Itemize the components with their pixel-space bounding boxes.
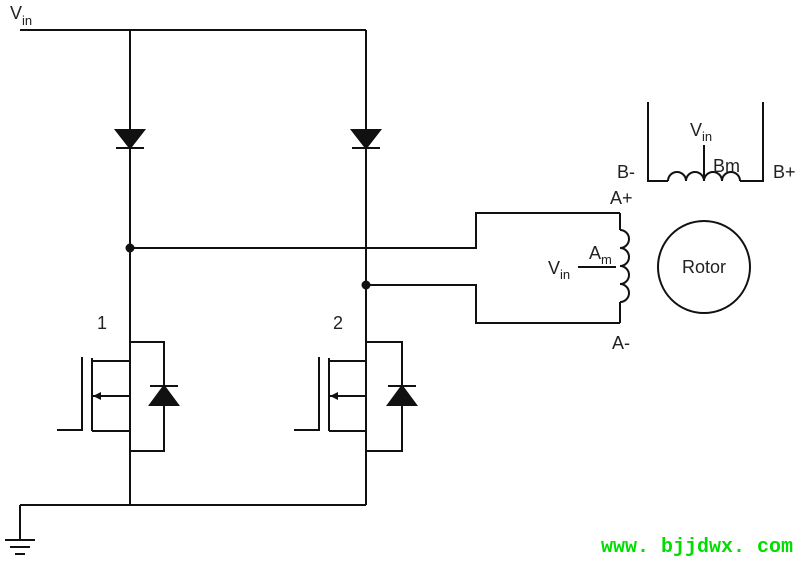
coil-a-name-label: Am <box>589 243 612 267</box>
mosfet-2 <box>294 341 418 452</box>
coil-b-pos-label: B+ <box>773 162 796 182</box>
coil-a-vin-label: Vin <box>548 258 570 282</box>
transistor-1-label: 1 <box>97 313 107 333</box>
transistor-2-label: 2 <box>333 313 343 333</box>
vin-label: Vin <box>10 3 32 28</box>
mosfet-1 <box>57 341 180 452</box>
junction-node-left <box>125 243 135 253</box>
coil-b-vin-label: Vin <box>690 120 712 144</box>
rotor: Rotor <box>657 220 751 314</box>
coil-b <box>647 102 764 182</box>
supply-rail <box>20 29 367 505</box>
coil-a <box>578 213 630 323</box>
coil-b-name-label: Bm <box>713 156 740 176</box>
flyback-diode-right <box>349 129 383 150</box>
coil-a-pos-label: A+ <box>610 188 633 208</box>
ground <box>5 504 366 555</box>
coil-b-neg-label: B- <box>617 162 635 182</box>
junction-node-right <box>361 280 371 290</box>
coil-a-wiring <box>125 212 620 324</box>
coil-a-neg-label: A- <box>612 333 630 353</box>
flyback-diode-left <box>113 129 147 150</box>
rotor-label: Rotor <box>682 257 726 277</box>
watermark: www. bjjdwx. com <box>601 536 793 559</box>
